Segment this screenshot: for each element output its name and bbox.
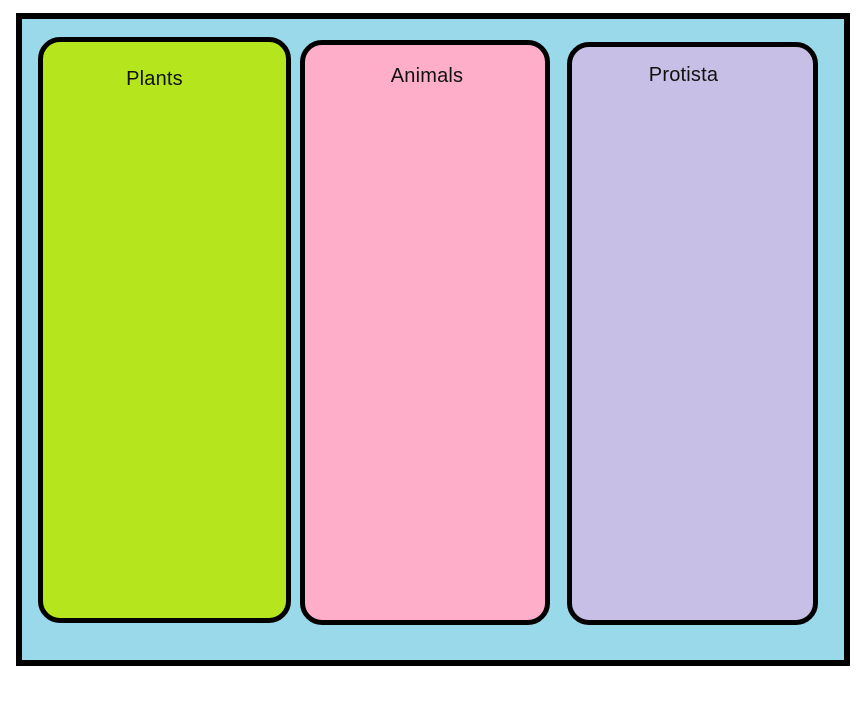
column-animals: Animals [300, 40, 550, 625]
column-protista: Protista [567, 42, 818, 625]
column-protista-label: Protista [648, 64, 719, 86]
column-animals-label: Animals [390, 65, 464, 87]
kingdoms-board: Plants Animals Protista [16, 13, 850, 666]
column-plants-label: Plants [126, 68, 183, 90]
column-plants: Plants [38, 37, 291, 623]
